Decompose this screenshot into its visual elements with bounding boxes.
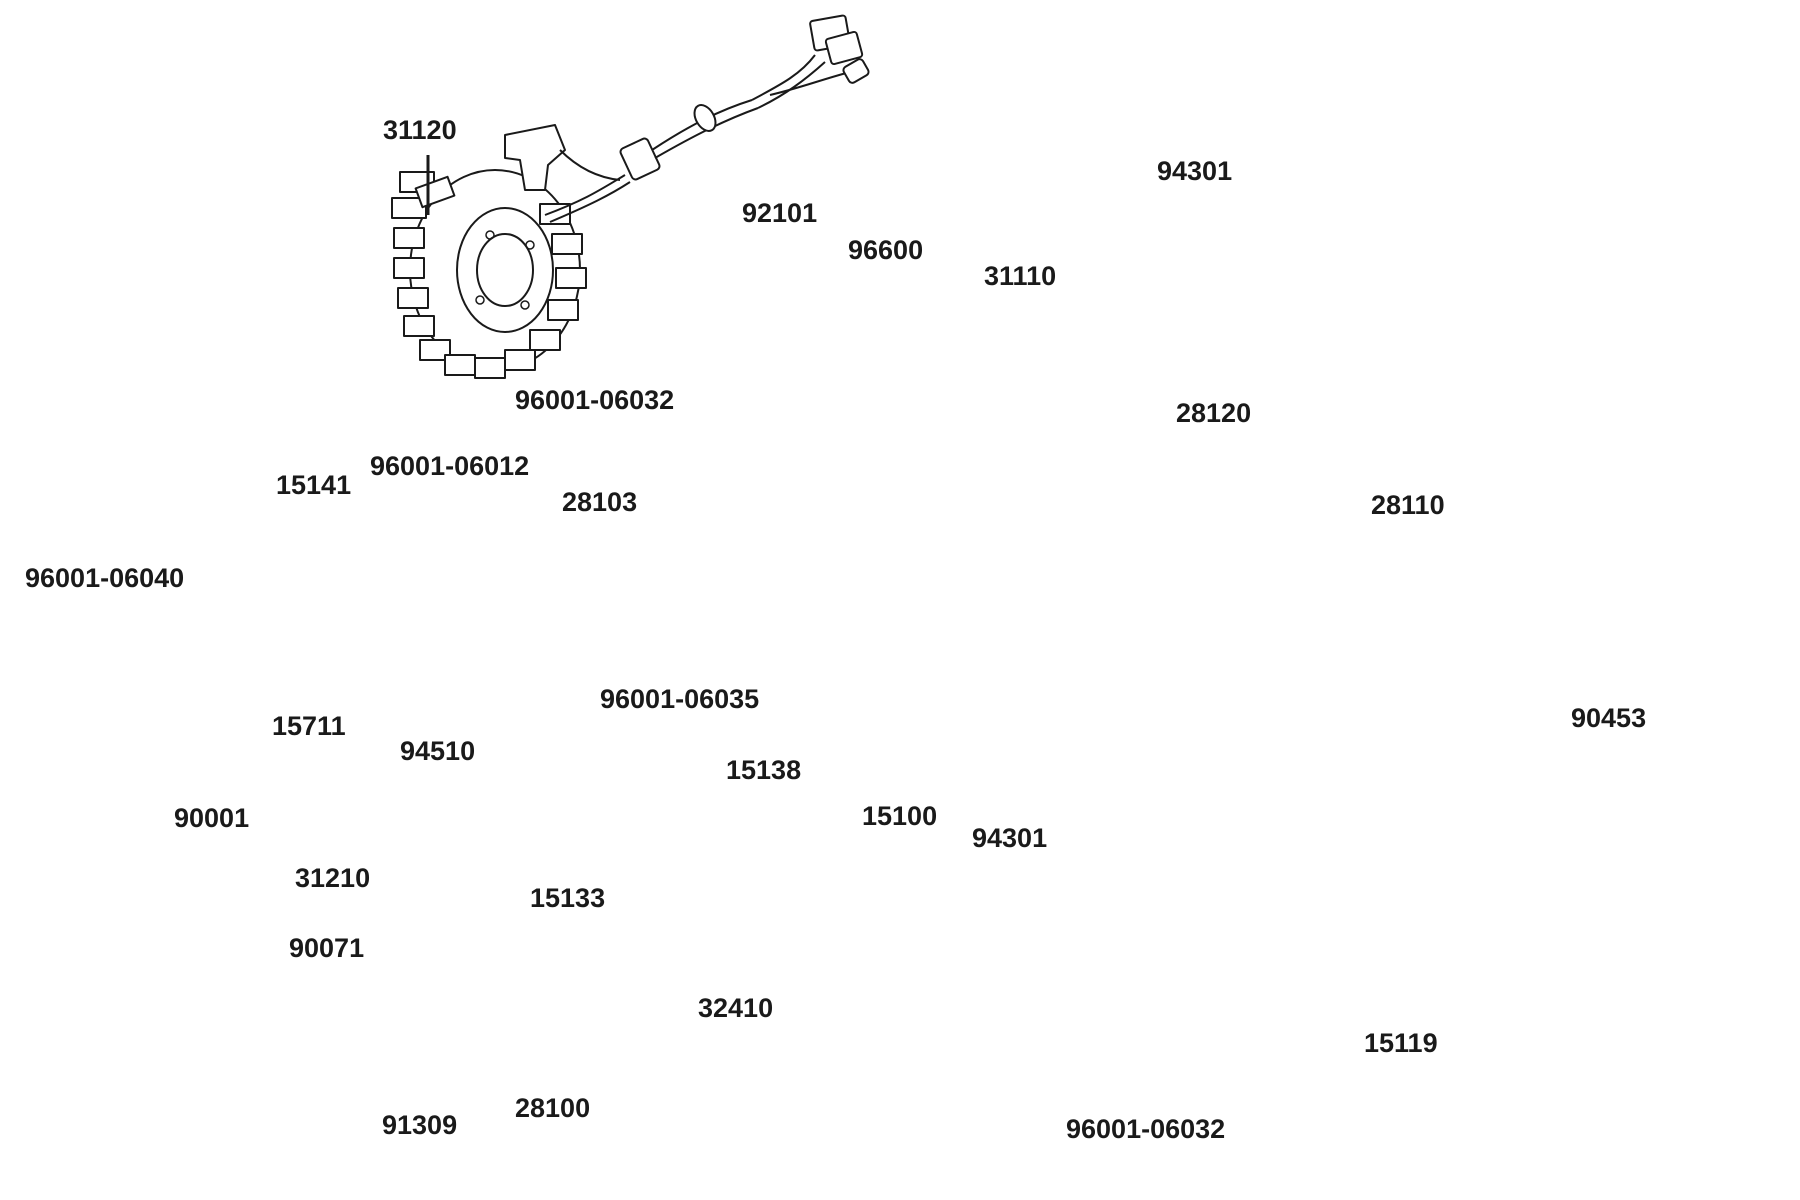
label-28100-idler[interactable]: 28100 <box>515 1093 591 1123</box>
label-96001-06040-bolt[interactable]: 96001-06040 <box>25 563 185 593</box>
label-96600-bolts[interactable]: 96600 <box>848 235 924 265</box>
label-31120-stator[interactable]: 31120 <box>383 115 457 145</box>
label-96001-06032-bolts-bottom[interactable]: 96001-06032 <box>1066 1114 1226 1144</box>
label-91309-o-ring[interactable]: 91309 <box>382 1110 458 1140</box>
label-31210-starter-motor[interactable]: 31210 <box>295 863 371 893</box>
label-96001-06012-bolt[interactable]: 96001-06012 <box>370 451 530 481</box>
label-32410-cable[interactable]: 32410 <box>698 993 774 1023</box>
label-94301-top[interactable]: 94301 <box>1157 156 1233 186</box>
label-90453-ring[interactable]: 90453 <box>1571 703 1647 733</box>
label-15138-bracket[interactable]: 15138 <box>726 755 802 785</box>
label-90071-nut[interactable]: 90071 <box>289 933 365 963</box>
label-94301-mid[interactable]: 94301 <box>972 823 1048 853</box>
label-94510-clip[interactable]: 94510 <box>400 736 476 766</box>
label-15141-chain[interactable]: 15141 <box>276 470 352 500</box>
label-28120-clutch[interactable]: 28120 <box>1176 398 1252 428</box>
label-92101-bolt[interactable]: 92101 <box>742 198 818 228</box>
label-90001-bolts[interactable]: 90001 <box>174 803 250 833</box>
stator-drawing <box>391 14 870 379</box>
label-15100-assembly[interactable]: 15100 <box>862 801 938 831</box>
label-96001-06032-bolts-top[interactable]: 96001-06032 <box>515 385 675 415</box>
label-96001-06035-bolt[interactable]: 96001-06035 <box>600 684 760 714</box>
label-31110-flywheel[interactable]: 31110 <box>984 261 1057 291</box>
label-15119-gasket[interactable]: 15119 <box>1364 1028 1438 1058</box>
label-15133-sprocket[interactable]: 15133 <box>530 883 606 913</box>
label-28110-gear[interactable]: 28110 <box>1371 490 1445 520</box>
label-28103-guide[interactable]: 28103 <box>562 487 638 517</box>
label-15711-tensioner[interactable]: 15711 <box>272 711 346 741</box>
